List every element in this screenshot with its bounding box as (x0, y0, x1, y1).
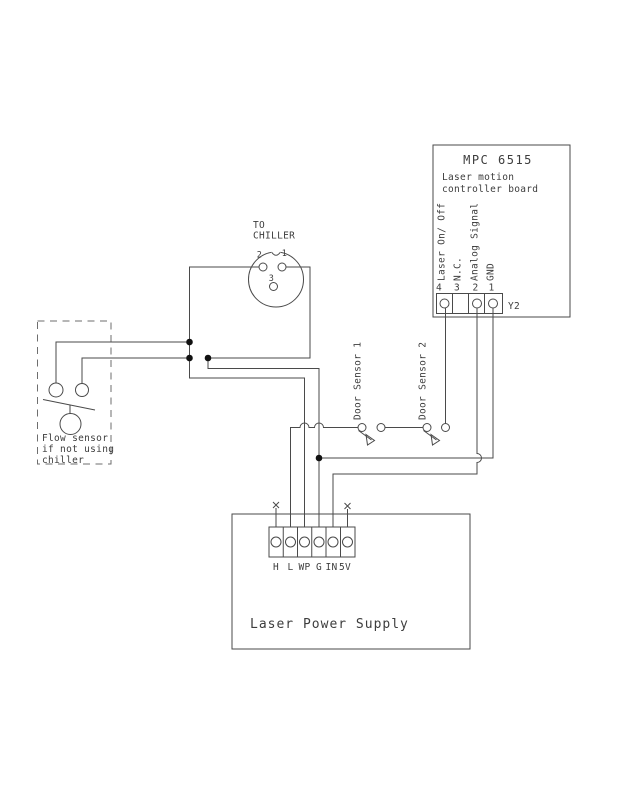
terminal-label-laser-on-off: Laser On/ Off (437, 203, 448, 281)
wire-l-terminal-to-door-sensor-1 (290, 422, 358, 527)
door-sensor-1-label: Door Sensor 1 (353, 342, 364, 420)
wire-ground-bus-to-g-terminal (207, 358, 320, 527)
connector-y2-label: Y2 (508, 301, 520, 312)
junction-dot (186, 354, 193, 362)
terminal-label-gnd: GND (486, 263, 497, 281)
not-connected-x-icon (344, 502, 351, 510)
door-sensor-2-terminal-left (422, 423, 432, 432)
chiller-pin-1-label: 1 (282, 249, 287, 259)
flow-sensor-dashed-box (37, 320, 112, 465)
junction-dots (186, 338, 323, 462)
wire-chiller-pin1-blue (208, 266, 311, 359)
power-supply-box (231, 513, 471, 650)
wire-flow-sensor-top-red (55, 341, 190, 383)
terminal-l-contact (285, 536, 296, 548)
terminal-label-analog-signal: Analog Signal (470, 203, 481, 281)
wire-gnd-to-ground-bus (319, 308, 494, 459)
power-supply-title: Laser Power Supply (250, 617, 409, 632)
wire-flow-sensor-bottom-red (81, 357, 190, 384)
terminal-g-label: G (316, 562, 322, 573)
wires (55, 266, 494, 527)
door-sensor-1-lever (358, 430, 372, 441)
door-sensor-1-actuator (365, 433, 376, 446)
terminal-5v-label: 5V (339, 562, 351, 573)
terminal-wp-label: WP (298, 562, 310, 573)
flow-sensor-caption-line2: if not using (42, 444, 114, 455)
terminal-number-1: 1 (488, 283, 494, 294)
wire-analog-signal-to-in-terminal (332, 308, 482, 527)
junction-dot (186, 338, 193, 346)
chiller-connector: TO CHILLER 2 1 3 (248, 220, 304, 308)
flow-sensor-actuator (59, 413, 82, 435)
terminal-l-label: L (287, 562, 293, 573)
not-connected-x-icon (272, 501, 280, 509)
door-sensor-1-terminal-left (357, 423, 367, 432)
flow-sensor-caption-line1: Flow sensor (42, 433, 108, 444)
terminal-h-label: H (273, 562, 279, 573)
chiller-pin-2-label: 2 (257, 251, 262, 261)
junction-dot (315, 454, 323, 462)
terminal-label-nc: N.C. (453, 257, 464, 281)
controller-title: MPC 6515 (463, 153, 533, 167)
chiller-notch-mask (271, 248, 281, 256)
controller-subtitle-line1: Laser motion (442, 172, 514, 183)
door-sensor-2-actuator (430, 433, 441, 446)
door-sensor-2-label: Door Sensor 2 (418, 342, 429, 420)
laser-power-supply: H L WP G IN 5V Laser Power Supply (231, 513, 471, 650)
door-sensor-2-lever (423, 430, 437, 441)
controller-subtitle-line2: controller board (442, 184, 538, 195)
terminal-number-2: 2 (472, 283, 478, 294)
terminal-4-contact (439, 298, 450, 309)
junction-dot (204, 354, 212, 362)
chiller-label-line2: CHILLER (253, 231, 295, 242)
controller-board: MPC 6515 Laser motion controller board L… (432, 144, 571, 318)
flow-sensor-terminal-right (75, 383, 89, 397)
chiller-pin-2 (258, 262, 268, 272)
door-sensor-2-terminal-right (441, 423, 450, 432)
flow-sensor-terminal-left (48, 382, 64, 398)
terminal-2-contact (472, 298, 482, 309)
door-sensor-2: Door Sensor 2 (418, 342, 450, 446)
door-sensor-1-terminal-right (376, 423, 386, 432)
terminal-g-contact (313, 536, 325, 548)
controller-board-box (432, 144, 571, 318)
chiller-pin-3 (269, 282, 278, 291)
terminal-in-label: IN (325, 562, 337, 573)
terminal-number-4: 4 (436, 283, 442, 294)
terminal-5v-contact (342, 536, 353, 548)
controller-terminal-block (436, 293, 503, 314)
wire-chiller-pin2-red (189, 266, 259, 342)
terminal-1-contact (488, 298, 498, 309)
terminal-number-3: 3 (454, 283, 460, 294)
chiller-pin-3-label: 3 (269, 274, 274, 284)
terminal-wp-contact (299, 536, 310, 548)
chiller-keyway-notch (271, 251, 281, 256)
flow-sensor-lever (42, 399, 96, 411)
door-sensor-1: Door Sensor 1 (353, 342, 386, 446)
terminal-h-contact (270, 536, 282, 548)
terminal-in-contact (327, 536, 339, 548)
chiller-label-line1: TO (253, 220, 265, 231)
chiller-pin-1 (277, 262, 287, 272)
flow-sensor-caption-line3: chiller (42, 455, 84, 466)
flow-sensor: Flow sensor if not using chiller (37, 320, 114, 466)
wire-to-wp-terminal (189, 358, 305, 527)
